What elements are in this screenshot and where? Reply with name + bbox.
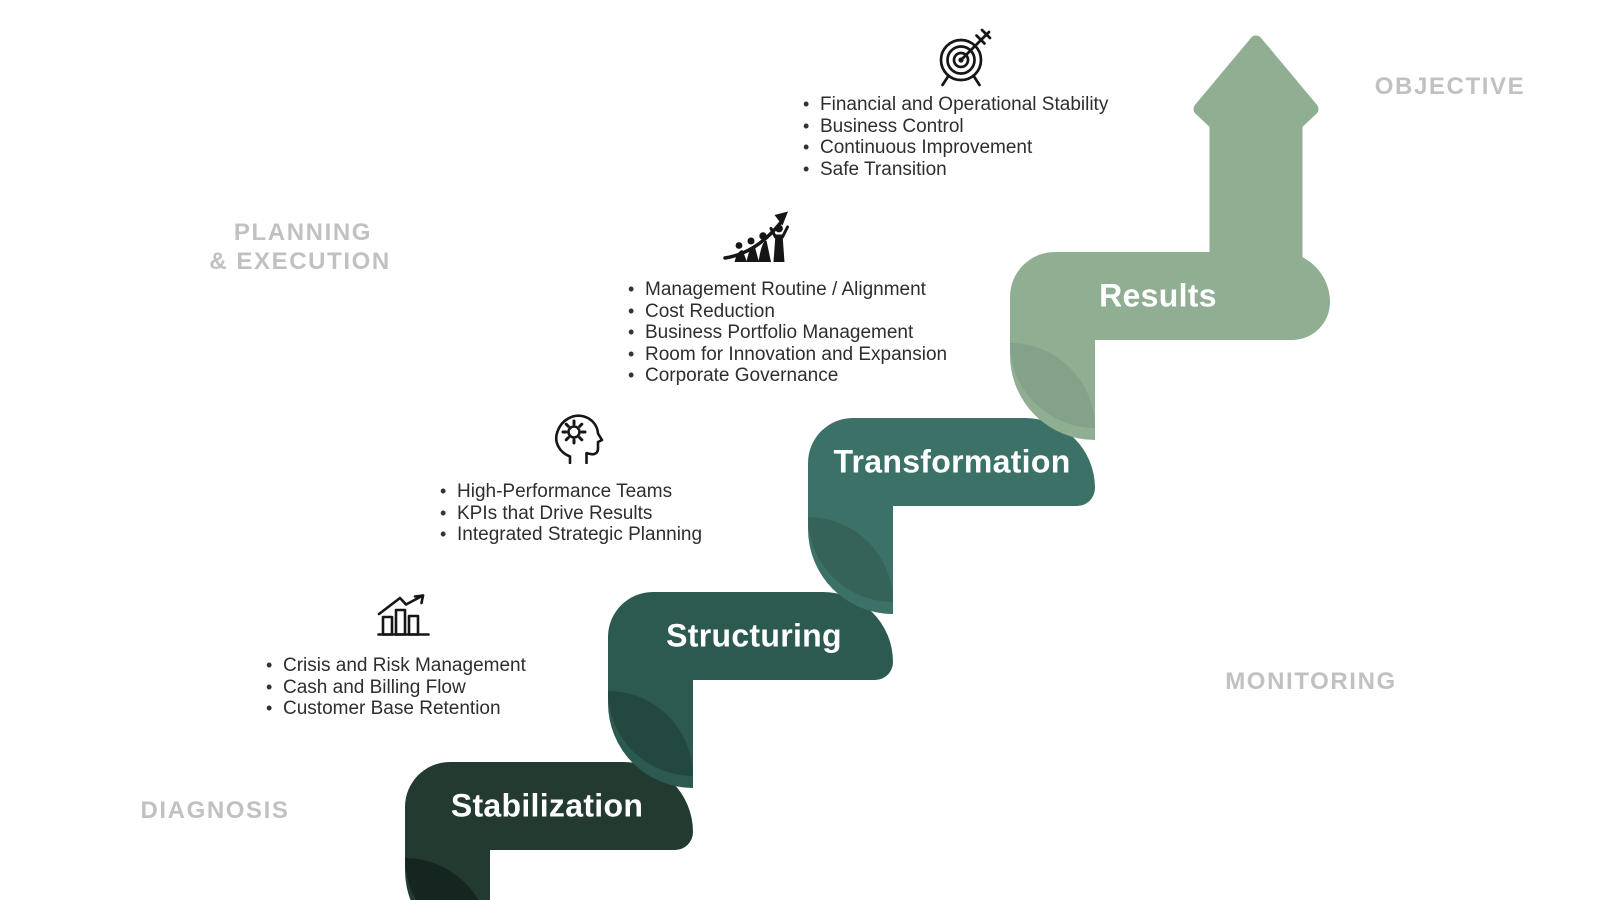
objective-arrow-shape (1193, 35, 1319, 292)
list-item: Management Routine / Alignment (626, 279, 947, 301)
structuring-fold-leaf (608, 691, 693, 776)
list-item: Cost Reduction (626, 301, 947, 323)
list-item: Integrated Strategic Planning (438, 524, 702, 546)
results-band-shape (1010, 252, 1330, 440)
objective-arrow (1193, 35, 1319, 292)
bar (381, 615, 394, 636)
stage-label-diagnosis: DIAGNOSIS (140, 797, 290, 824)
list-item: KPIs that Drive Results (438, 503, 702, 525)
list-item: Financial and Operational Stability (801, 94, 1108, 116)
gear-wheel (567, 425, 581, 439)
stage-label-planning-line1: PLANNING (233, 219, 373, 246)
stabilization-band-shape (405, 762, 693, 900)
growth-arrowhead (774, 211, 788, 226)
trend-line (377, 594, 425, 616)
head-gear-icon (554, 414, 604, 464)
person-head (759, 232, 767, 240)
stabilization-fold-leaf (405, 858, 479, 900)
stage-label-planning-line2: & EXECUTION (209, 248, 391, 275)
band-label-stabilization: Stabilization (450, 787, 644, 824)
target-ring-middle (946, 45, 976, 75)
person-arms (769, 225, 789, 239)
target-dart-icon (939, 28, 992, 87)
person-body (734, 250, 747, 262)
dart-fletching (975, 28, 992, 45)
target-ring-outer (939, 38, 983, 82)
list-item: Crisis and Risk Management (264, 655, 526, 677)
person-head (735, 242, 743, 249)
person-body (773, 234, 785, 262)
person-head (775, 224, 783, 233)
bar (394, 608, 407, 636)
list-item: Business Portfolio Management (626, 322, 947, 344)
results-items: Financial and Operational Stability Busi… (801, 94, 1108, 180)
head-outline (554, 414, 604, 464)
gear-teeth (561, 419, 587, 445)
band-label-transformation: Transformation (833, 443, 1071, 480)
list-item: Room for Innovation and Expansion (626, 344, 947, 366)
list-item: High-Performance Teams (438, 481, 702, 503)
list-item: Safe Transition (801, 159, 1108, 181)
band-label-structuring: Structuring (666, 617, 842, 654)
target-ring-inner (952, 51, 970, 69)
list-item: Customer Base Retention (264, 698, 526, 720)
list-item: Cash and Billing Flow (264, 677, 526, 699)
band-label-results: Results (1099, 277, 1217, 314)
list-item: Business Control (801, 116, 1108, 138)
stage-label-monitoring: MONITORING (1225, 668, 1397, 695)
team-growth-icon (723, 211, 789, 262)
trend-arrowhead (413, 594, 425, 605)
stabilization-items: Crisis and Risk Management Cash and Bill… (264, 655, 526, 720)
person-head (747, 237, 755, 245)
person-body (746, 245, 759, 262)
results-fold-leaf (1010, 343, 1095, 428)
bar (407, 614, 420, 636)
bar-chart-trend-icon (377, 594, 430, 636)
list-item: Continuous Improvement (801, 137, 1108, 159)
transformation-items: Management Routine / Alignment Cost Redu… (626, 279, 947, 387)
dart-shaft (959, 30, 991, 62)
transformation-fold-leaf (808, 517, 893, 602)
list-item: Corporate Governance (626, 365, 947, 387)
target-legs (941, 75, 981, 87)
person-body (758, 240, 771, 262)
structuring-items: High-Performance Teams KPIs that Drive R… (438, 481, 702, 546)
stage-label-objective: OBJECTIVE (1374, 73, 1526, 100)
